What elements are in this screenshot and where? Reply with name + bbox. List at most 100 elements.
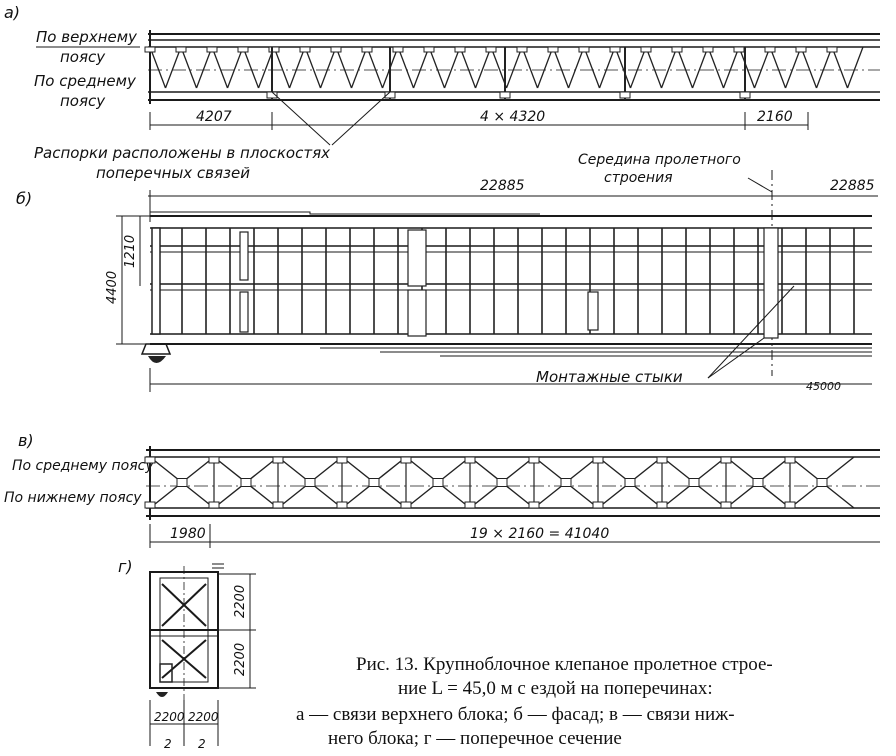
a-diagonal xyxy=(815,46,833,89)
v-top-gusset xyxy=(144,456,156,464)
a-diagonal xyxy=(335,46,353,89)
panel-g: г) 2200 2200 2200 2200 2 2 xyxy=(118,557,256,751)
a-gusset xyxy=(392,46,404,53)
a-gusset xyxy=(764,46,776,53)
g-dim-small-right: 2 xyxy=(198,737,206,751)
b-splice-plate xyxy=(587,291,599,331)
v-bottom-gusset xyxy=(464,501,476,509)
v-bottom-gusset xyxy=(592,501,604,509)
a-diagonal xyxy=(583,46,601,89)
panel-b: б) Середина пролетного строения 22885 22… xyxy=(16,152,878,393)
g-dim-w-left: 2200 xyxy=(154,710,185,724)
a-gusset xyxy=(330,46,342,53)
v-bottom-gusset xyxy=(272,501,284,509)
a-dim-last: 2160 xyxy=(757,109,793,125)
b-bearing-roller xyxy=(148,356,166,363)
a-diagonal xyxy=(722,46,740,89)
v-bottom-gusset xyxy=(144,501,156,509)
a-lattice xyxy=(144,46,864,100)
a-diagonal xyxy=(629,46,647,89)
v-top-gusset xyxy=(208,456,220,464)
v-center-gusset xyxy=(368,478,380,487)
a-leader-2 xyxy=(331,91,391,146)
a-diagonal xyxy=(319,46,337,89)
a-gusset xyxy=(609,46,621,53)
panel-a: а) По верхнему поясу По среднему поясу 4… xyxy=(4,3,880,182)
a-leader-1 xyxy=(271,91,331,146)
a-gusset xyxy=(144,46,156,53)
v-center-gusset xyxy=(624,478,636,487)
g-x-brace-lower-2 xyxy=(161,639,207,679)
v-cross-bracing xyxy=(144,456,855,509)
a-diagonal xyxy=(769,46,787,89)
midspan-label-line2: строения xyxy=(604,170,673,186)
b-bearing xyxy=(140,343,172,355)
a-diagonal xyxy=(428,46,446,89)
a-gusset xyxy=(423,46,435,53)
top-chord-label-line2: поясу xyxy=(60,48,106,66)
b-joints-leader-1 xyxy=(707,337,765,379)
a-diagonal xyxy=(753,46,771,89)
a-dim-middle: 4 × 4320 xyxy=(480,109,545,125)
v-bottom-gusset xyxy=(208,501,220,509)
a-diagonal xyxy=(366,46,384,89)
b-dim-upper: 1210 xyxy=(123,235,138,268)
midspan-label-line1: Середина пролетного xyxy=(578,152,741,168)
g-dim-small-left: 2 xyxy=(164,737,172,751)
a-diagonal xyxy=(800,46,818,89)
v-bottom-gusset xyxy=(336,501,348,509)
v-bottom-gusset xyxy=(400,501,412,509)
b-splice-plate xyxy=(239,231,249,281)
v-center-gusset xyxy=(432,478,444,487)
a-gusset xyxy=(826,46,838,53)
a-diagonal xyxy=(195,46,213,89)
a-diagonal xyxy=(211,46,229,89)
v-center-gusset xyxy=(176,478,188,487)
v-center-gusset xyxy=(688,478,700,487)
a-diagonal xyxy=(397,46,415,89)
a-strut-plate xyxy=(619,91,631,99)
b-end-post xyxy=(151,227,161,335)
b-dim-half-right: 22885 xyxy=(830,178,875,194)
a-diagonal xyxy=(180,46,198,89)
b-joints-leader-2 xyxy=(707,285,795,379)
a-gusset xyxy=(175,46,187,53)
panel-b-label: б) xyxy=(16,189,32,208)
b-splice-plate xyxy=(763,227,779,339)
a-gusset xyxy=(640,46,652,53)
a-diagonal xyxy=(846,46,864,89)
caption-line4: него блока; г — поперечное сечение xyxy=(328,728,622,749)
caption-line3: а — связи верхнего блока; б — фасад; в —… xyxy=(296,704,735,725)
g-dim-h-upper: 2200 xyxy=(233,585,248,618)
v-center-gusset xyxy=(560,478,572,487)
panel-g-label: г) xyxy=(118,557,133,576)
v-center-gusset xyxy=(496,478,508,487)
v-top-gusset xyxy=(272,456,284,464)
g-bearing xyxy=(156,692,168,697)
a-gusset xyxy=(671,46,683,53)
a-diagonal xyxy=(691,46,709,89)
a-gusset xyxy=(268,46,280,53)
a-diagonal xyxy=(536,46,554,89)
a-strut-plate xyxy=(499,91,511,99)
a-gusset xyxy=(733,46,745,53)
g-dim-w-right: 2200 xyxy=(188,710,219,724)
a-dim-first: 4207 xyxy=(196,109,232,125)
a-diagonal xyxy=(707,46,725,89)
b-joints-label: Монтажные стыки xyxy=(536,368,683,386)
v-top-gusset xyxy=(464,456,476,464)
a-diagonal xyxy=(738,46,756,89)
g-stringer-block xyxy=(159,663,173,683)
a-gusset xyxy=(299,46,311,53)
panel-v: в) По среднему поясу По нижнему поясу 19… xyxy=(4,431,880,548)
a-diagonal xyxy=(598,46,616,89)
g-x-brace-upper-2 xyxy=(161,583,207,627)
a-diagonal xyxy=(304,46,322,89)
a-gusset xyxy=(516,46,528,53)
a-diagonal xyxy=(443,46,461,89)
a-gusset xyxy=(547,46,559,53)
a-diagonal xyxy=(505,46,523,89)
v-center-gusset xyxy=(816,478,828,487)
v-dim-rest: 19 × 2160 = 41040 xyxy=(470,526,609,542)
a-diagonal xyxy=(490,46,508,89)
